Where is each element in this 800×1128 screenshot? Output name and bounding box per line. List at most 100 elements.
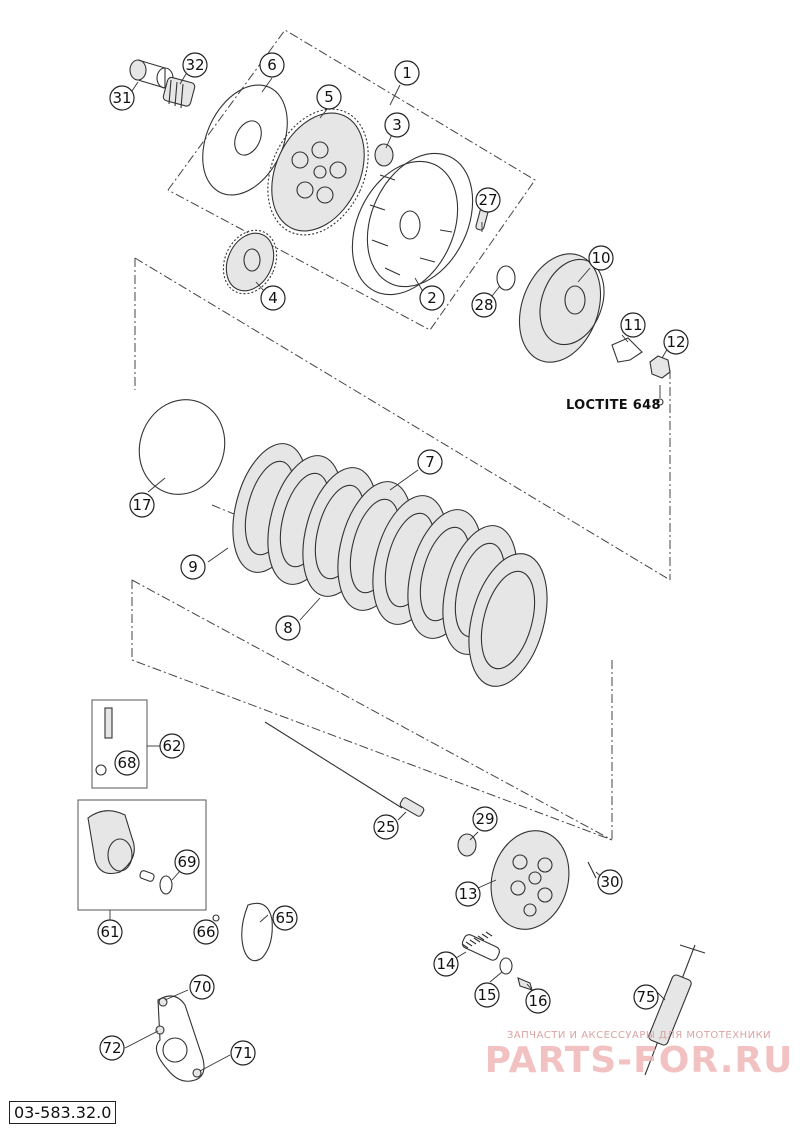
callout-62: 62 bbox=[159, 733, 185, 759]
cotter-pin-30 bbox=[587, 861, 597, 879]
callout-75: 75 bbox=[633, 984, 659, 1010]
callout-7: 7 bbox=[417, 449, 443, 475]
lock-washer-11 bbox=[611, 337, 643, 363]
group-outlines bbox=[131, 29, 671, 841]
hex-screw-16 bbox=[517, 977, 533, 991]
callout-label-27: 27 bbox=[478, 191, 497, 209]
callout-label-16: 16 bbox=[528, 992, 547, 1010]
watermark-tagline: ЗАПЧАСТИ И АКСЕССУАРЫ ДЛЯ МОТОТЕХНИКИ bbox=[506, 1030, 772, 1041]
callout-29: 29 bbox=[472, 806, 498, 832]
callout-25: 25 bbox=[373, 814, 399, 840]
watermark-logo: PARTS-FOR.RU bbox=[484, 1040, 794, 1081]
gasket-65 bbox=[241, 902, 273, 962]
callout-71: 71 bbox=[230, 1040, 256, 1066]
callout-label-12: 12 bbox=[666, 333, 685, 351]
callout-label-32: 32 bbox=[185, 56, 204, 74]
callout-label-17: 17 bbox=[132, 496, 151, 514]
callout-label-61: 61 bbox=[100, 923, 119, 941]
callout-label-14: 14 bbox=[436, 955, 455, 973]
callout-label-75: 75 bbox=[636, 988, 655, 1006]
bearing-29 bbox=[457, 833, 477, 857]
callout-label-3: 3 bbox=[392, 116, 402, 134]
callout-69: 69 bbox=[174, 849, 200, 875]
inner-hub-10 bbox=[518, 253, 605, 363]
bracket bbox=[155, 995, 205, 1082]
pinion-gear-4 bbox=[222, 229, 278, 295]
clutch-basket-2 bbox=[351, 152, 474, 296]
callout-30: 30 bbox=[597, 869, 623, 895]
slave-cylinder-61 bbox=[87, 810, 173, 895]
callout-label-62: 62 bbox=[162, 737, 181, 755]
callout-11: 11 bbox=[620, 312, 646, 338]
callout-72: 72 bbox=[99, 1035, 125, 1061]
callout-label-28: 28 bbox=[474, 296, 493, 314]
callout-label-6: 6 bbox=[267, 56, 277, 74]
callout-label-70: 70 bbox=[192, 978, 211, 996]
spring-washer-15 bbox=[499, 957, 513, 975]
callout-label-9: 9 bbox=[188, 558, 198, 576]
callout-label-7: 7 bbox=[425, 453, 435, 471]
bleeder-assy-box-62 bbox=[91, 699, 148, 789]
diagram-id: 03-583.32.0 bbox=[9, 1101, 117, 1124]
bleeder-screw-62 bbox=[95, 707, 113, 776]
callout-label-69: 69 bbox=[177, 853, 196, 871]
callout-label-65: 65 bbox=[275, 909, 294, 927]
callout-28: 28 bbox=[471, 292, 497, 318]
callout-label-1: 1 bbox=[402, 64, 412, 82]
callout-32: 32 bbox=[182, 52, 208, 78]
callout-label-13: 13 bbox=[458, 885, 477, 903]
o-ring-17 bbox=[138, 399, 226, 495]
push-rod-25 bbox=[264, 721, 425, 817]
bushing-3 bbox=[374, 143, 394, 167]
callout-12: 12 bbox=[663, 329, 689, 355]
callout-1: 1 bbox=[394, 60, 420, 86]
callout-4: 4 bbox=[260, 285, 286, 311]
callout-68: 68 bbox=[114, 750, 140, 776]
slave-cylinder-box-61 bbox=[77, 799, 207, 911]
watermark: ЗАПЧАСТИ И АКСЕССУАРЫ ДЛЯ МОТОТЕХНИКИ PA… bbox=[484, 1030, 794, 1081]
callout-label-72: 72 bbox=[102, 1039, 121, 1057]
callout-10: 10 bbox=[588, 245, 614, 271]
spring-14 bbox=[461, 931, 500, 961]
callout-8: 8 bbox=[275, 615, 301, 641]
callout-70: 70 bbox=[189, 974, 215, 1000]
callout-9: 9 bbox=[180, 554, 206, 580]
callout-27: 27 bbox=[475, 187, 501, 213]
callout-label-31: 31 bbox=[112, 89, 131, 107]
washer-28 bbox=[496, 265, 516, 291]
callout-2: 2 bbox=[419, 285, 445, 311]
callout-15: 15 bbox=[474, 982, 500, 1008]
pressure-cap-13 bbox=[490, 830, 570, 930]
callout-17: 17 bbox=[129, 492, 155, 518]
callout-label-30: 30 bbox=[600, 873, 619, 891]
callout-label-68: 68 bbox=[117, 754, 136, 772]
callout-5: 5 bbox=[316, 84, 342, 110]
callout-label-25: 25 bbox=[376, 818, 395, 836]
callout-14: 14 bbox=[433, 951, 459, 977]
callout-3: 3 bbox=[384, 112, 410, 138]
clutch-plate-stack bbox=[232, 443, 548, 687]
loctite-dot bbox=[656, 398, 664, 406]
callout-13: 13 bbox=[455, 881, 481, 907]
bleed-syringe-75 bbox=[644, 944, 706, 1076]
callout-label-15: 15 bbox=[477, 986, 496, 1004]
callout-label-10: 10 bbox=[591, 249, 610, 267]
callout-31: 31 bbox=[109, 85, 135, 111]
dowel-66 bbox=[212, 914, 220, 922]
hex-nut-12 bbox=[649, 355, 671, 379]
primary-gear-5 bbox=[267, 108, 369, 236]
callout-65: 65 bbox=[272, 905, 298, 931]
callout-6: 6 bbox=[259, 52, 285, 78]
callout-label-29: 29 bbox=[475, 810, 494, 828]
callout-label-5: 5 bbox=[324, 88, 334, 106]
loctite-note: LOCTITE 648 bbox=[566, 398, 661, 413]
callout-label-71: 71 bbox=[233, 1044, 252, 1062]
callout-61: 61 bbox=[97, 919, 123, 945]
callout-16: 16 bbox=[525, 988, 551, 1014]
callout-label-8: 8 bbox=[283, 619, 293, 637]
callout-label-11: 11 bbox=[623, 316, 642, 334]
callout-66: 66 bbox=[193, 919, 219, 945]
callout-label-4: 4 bbox=[268, 289, 278, 307]
callout-label-66: 66 bbox=[196, 923, 215, 941]
